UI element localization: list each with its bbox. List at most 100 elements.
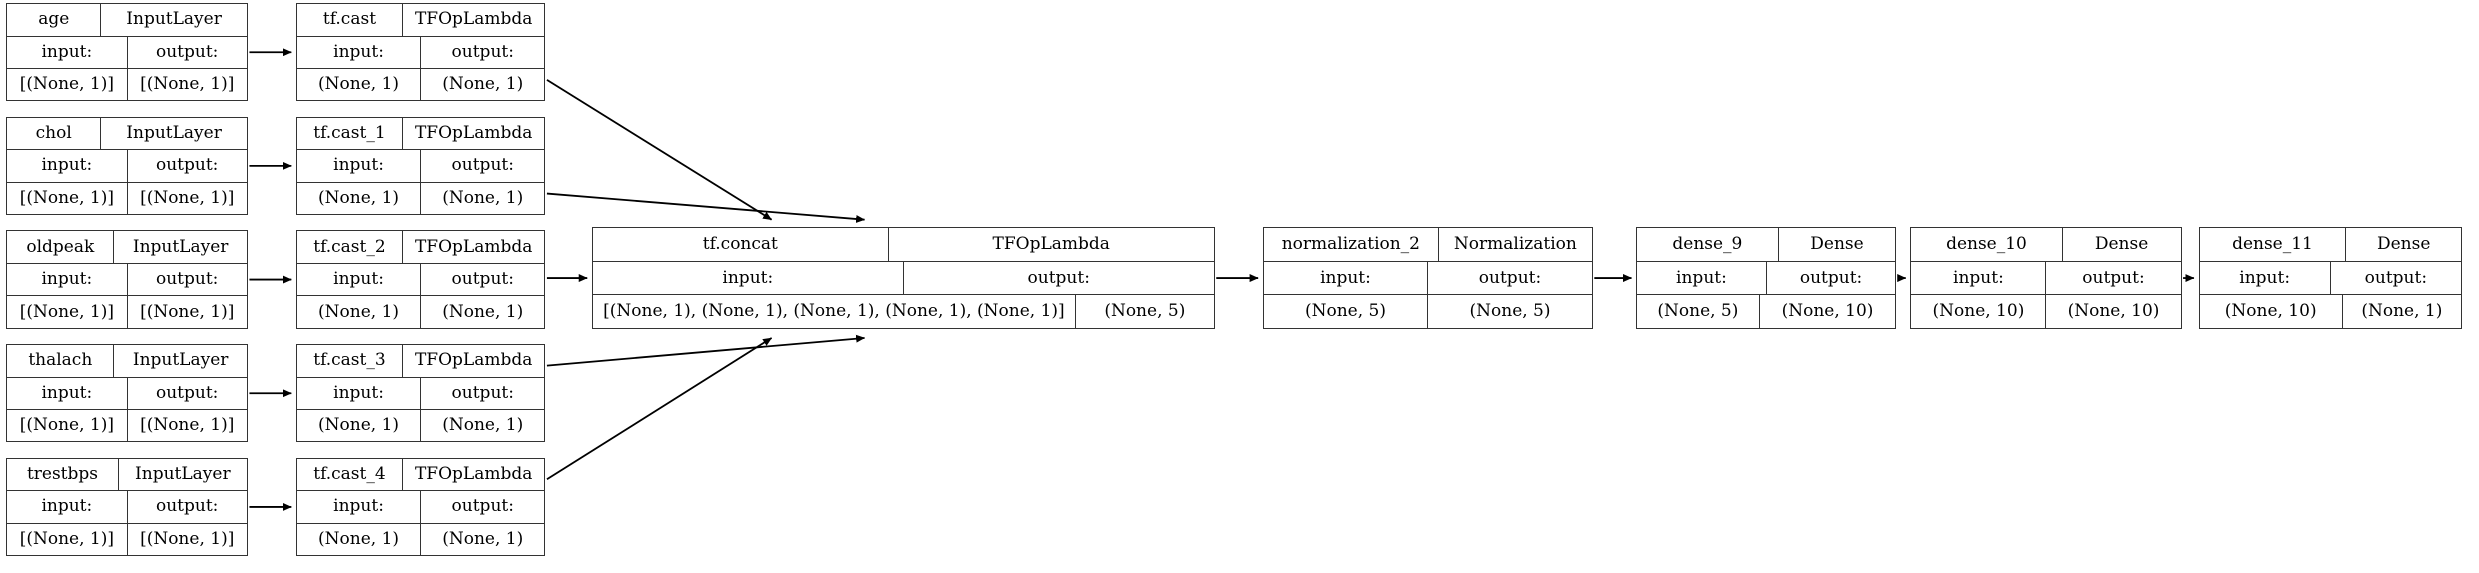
node-output-shape-tf_cast: (None, 1) [420,68,544,101]
node-io-label-row: input: output: [7,491,247,524]
node-input-shape-age: [(None, 1)] [19,74,114,95]
node-io-label-row: input:output: [592,261,1214,296]
node-input-label-trestbps: input: [41,496,93,517]
node-type-tf_concat: TFOpLambda [887,228,1214,261]
node-shape-row: [(None, 1)][(None, 1)] [7,296,247,328]
node-output-shape-trestbps: [(None, 1)] [126,523,247,556]
node-name-thalach: thalach [28,350,93,371]
node-io-label-row: input:output: [296,263,545,297]
node-input-shape-tf_cast_1: (None, 1) [318,187,400,208]
node-io-label-row: input:output: [296,491,545,524]
node-shape-row: (None, 1) (None, 1) [297,182,544,215]
node-input-label-thalach: input: [41,382,93,403]
node-type-dense_9: Dense [1777,228,1896,261]
node-type-tf_cast_1: TFOpLambda [402,117,544,150]
node-io-label-row: input:output: [2199,261,2461,296]
node-output-shape-tf_cast_1: (None, 1) [420,182,544,215]
node-input-label-age: input: [41,41,93,62]
node-io-label-row: input:output: [296,36,545,69]
edge-tf_cast_4-to-tf_concat [546,337,773,481]
node-shape-row: (None, 1) (None, 1) [297,296,544,328]
node-io-label-row: input:output: [7,263,247,297]
node-output-shape-dense_10: (None, 10) [2045,295,2180,328]
node-io-label-row: input:output: [1637,261,1896,296]
node-input-shape-trestbps: [(None, 1)] [19,528,114,549]
node-shape-row: (None, 1) (None, 1) [297,409,544,442]
node-title-row: trestbps InputLayer [7,458,247,492]
node-output-shape-normalization_2: (None, 5) [1427,295,1592,328]
node-shape-row: [(None, 1), (None, 1), (None, 1), (None,… [593,295,1214,328]
node-shape-row: [(None, 1)] [(None, 1)] [7,68,247,101]
node-shape-row: (None, 10) (None, 10) [1911,295,2180,328]
node-output-shape-dense_11: (None, 1) [2341,295,2461,328]
node-name-age: age [38,9,70,30]
node-type-normalization_2: Normalization [1437,228,1592,261]
node-io-label-row: input:output: [7,36,247,69]
node-name-tf_cast_3: tf.cast_3 [313,350,386,371]
node-input-label-tf_cast_1: input: [333,155,384,176]
node-io-label-row: input:output: [1911,261,2181,296]
node-output-label-thalach: output: [126,377,247,409]
node-input-shape-tf_cast_3: (None, 1) [318,415,400,436]
node-input-shape-tf_cast_4: (None, 1) [318,528,400,549]
node-output-label-normalization_2: output: [1427,261,1592,295]
node-input-label-tf_cast_3: input: [333,382,384,403]
node-input-shape-tf_cast_2: (None, 1) [318,301,400,322]
node-title-row: tf.concat TFOpLambda [592,228,1214,262]
node-type-trestbps: InputLayer [117,458,247,491]
node-input-label-tf_cast_2: input: [333,269,384,290]
node-output-shape-tf_cast_3: (None, 1) [420,409,544,442]
node-input-shape-normalization_2: (None, 5) [1304,300,1386,321]
node-input-shape-dense_10: (None, 10) [1932,300,2025,321]
node-input-shape-thalach: [(None, 1)] [19,415,114,436]
node-name-trestbps: trestbps [26,464,99,484]
node-type-chol: InputLayer [100,117,247,150]
node-input-label-dense_11: input: [2239,267,2291,288]
edge-tf_cast_1-to-tf_concat [546,192,866,223]
node-name-oldpeak: oldpeak [26,236,95,257]
node-io-label-row: input: output: [7,377,247,410]
edge-tf_cast-to-tf_concat [546,79,773,221]
node-name-dense_11: dense_11 [2232,234,2313,255]
node-output-shape-tf_cast_2: (None, 1) [420,296,544,328]
node-name-dense_9: dense_9 [1672,234,1743,255]
node-name-tf_cast_1: tf.cast_1 [313,122,386,143]
node-name-tf_concat: tf.concat [702,234,778,255]
node-output-label-tf_concat: output: [902,261,1214,295]
node-type-oldpeak: InputLayer [113,231,246,263]
node-type-age: InputLayer [100,4,247,36]
node-type-dense_11: Dense [2345,228,2461,261]
node-output-shape-tf_concat: (None, 5) [1074,295,1214,328]
node-type-dense_10: Dense [2061,228,2181,261]
node-input-label-dense_9: input: [1676,267,1727,288]
node-output-label-trestbps: output: [126,491,247,523]
node-title-row: tf.cast_1 TFOpLambda [296,117,545,151]
node-input-label-chol: input: [41,155,93,176]
node-input-shape-dense_11: (None, 10) [2224,300,2317,321]
node-io-label-row: input:output: [1263,261,1592,296]
node-output-shape-dense_9: (None, 10) [1758,295,1896,328]
node-output-shape-chol: [(None, 1)] [126,182,247,215]
node-output-shape-age: [(None, 1)] [126,68,247,101]
